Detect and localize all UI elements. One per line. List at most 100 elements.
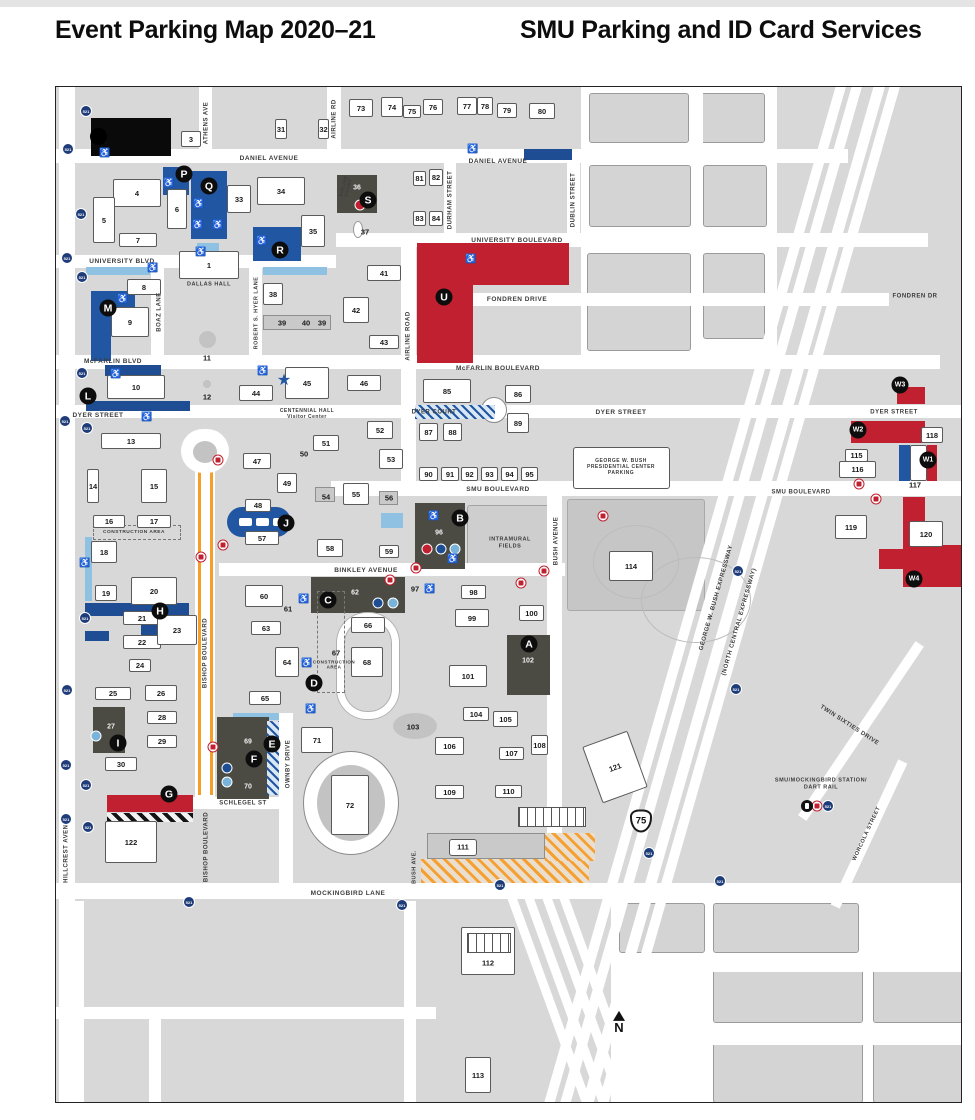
building-109: 109 [435,785,464,799]
building-77: 77 [457,97,477,115]
building-31: 31 [275,119,287,139]
road [56,149,848,163]
street-label: DUBLIN STREET [570,172,577,228]
city-block [873,1039,961,1102]
building-72: 72 [331,775,369,835]
parking-dot [450,544,460,554]
building-58: 58 [317,539,343,557]
building-53: 53 [379,449,403,469]
lot-badge-C: C [319,591,337,609]
building-98: 98 [461,585,486,599]
building-number: 67 [331,648,341,658]
building-78: 78 [477,97,493,115]
city-block [703,165,767,227]
road [401,241,416,487]
building-92: 92 [461,467,478,481]
parking-dot [222,763,232,773]
map-decoration [203,380,211,388]
street-label: DYER STREET [870,409,918,416]
north-arrow-icon [613,1010,625,1021]
lot-badge-U: U [435,288,453,306]
building-63: 63 [251,621,281,635]
accessible-parking-icon: ♿ [147,262,159,273]
page-subtitle: SMU Parking and ID Card Services [520,16,922,44]
parking-dot [91,731,101,741]
bus-stop-521-icon: 521 [76,367,88,379]
building-84: 84 [429,211,443,226]
lot-number: 36 [353,184,361,192]
building-16: 16 [93,515,125,528]
building-101: 101 [449,665,487,687]
parking-bar [85,537,92,601]
parking-lot-W2 [851,421,925,443]
road [691,93,703,253]
bus-stop-icon [195,551,207,563]
building-number: 112 [481,958,495,968]
building-90: 90 [419,467,438,481]
parking-dot [373,598,383,608]
bus-stop-icon [410,562,422,574]
building-number: 39 [317,318,327,328]
bus-stop-521-icon: 521 [59,415,71,427]
lot-badge-M: M [99,299,117,317]
lot-badge-I: I [109,734,127,752]
building-85: 85 [423,379,471,403]
building-15: 15 [141,469,167,503]
building-32: 32 [318,119,329,139]
street-label: BUSH AVENUE [553,516,560,566]
building-52: 52 [367,421,393,439]
bus-stop-icon [515,577,527,589]
lot-badge-F: F [245,750,263,768]
building-94: 94 [501,467,518,481]
parking-bar [198,447,201,795]
building-number: 50 [299,449,309,459]
lot-badge-W1: W1 [919,451,937,469]
building-25: 25 [95,687,131,700]
bus-stop-521-icon: 521 [75,208,87,220]
street-label: SCHLEGEL ST [219,800,267,807]
building-79: 79 [497,103,517,118]
building-107: 107 [499,747,524,760]
lot-badge-A: A [520,635,538,653]
lot-badge-Q: Q [200,177,218,195]
street-label: CONSTRUCTION AREA [312,659,356,670]
building-4: 4 [113,179,161,207]
map-decoration [449,839,477,856]
building-9: 9 [111,307,149,337]
accessible-parking-icon: ♿ [79,557,91,568]
bus-stop-icon [853,478,865,490]
bus-stop-icon [217,539,229,551]
building-71: 71 [301,727,333,753]
building-8: 8 [127,279,161,295]
map-decoration [239,518,252,526]
road [149,1013,161,1102]
lot-badge-E: E [263,735,281,753]
accessible-parking-icon: ♿ [428,510,440,521]
building-35: 35 [301,215,325,247]
building-number: 97 [410,584,420,594]
accessible-parking-icon: ♿ [467,143,479,154]
building-10: 10 [107,375,165,399]
city-block [873,967,961,1023]
building-80: 80 [529,103,555,119]
lot-number: 69 [244,738,252,746]
street-label: DANIEL AVENUE [468,158,528,166]
street-label: DANIEL AVENUE [239,155,299,163]
building-number: 56 [384,493,394,503]
bus-stop-521-icon: 521 [730,683,742,695]
building-68: 68 [351,647,383,677]
building-number: 54 [321,492,331,502]
street-label: AIRLINE ROAD [405,311,412,361]
street-label: SMU/MOCKINGBIRD STATION/ DART RAIL [774,777,868,790]
street-label: BISHOP BOULEVARD [203,811,210,883]
building-number: 37 [360,227,370,237]
hatched-area [421,859,589,883]
street-label: ATHENS AVE [203,101,210,145]
us-75-shield: 75 [630,809,652,833]
north-label: N [614,1019,624,1035]
lot-number: 70 [244,783,252,791]
building-number: 40 [301,318,311,328]
street-label: DYER STREET [72,412,124,420]
lot-number: 62 [351,589,359,597]
building-number: 117 [908,480,922,490]
